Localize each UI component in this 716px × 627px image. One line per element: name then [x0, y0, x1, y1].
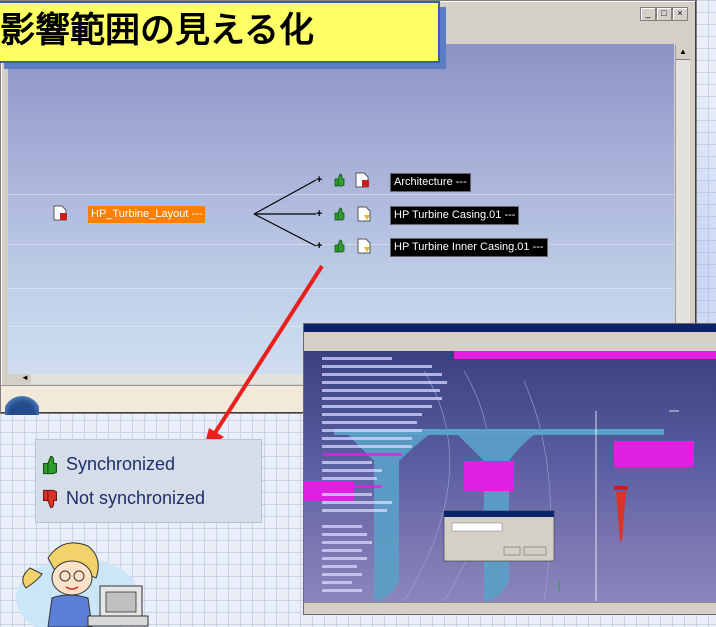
- child-node-casing[interactable]: HP Turbine Casing.01 ---: [390, 206, 520, 225]
- inset-menubar: [304, 332, 716, 339]
- scroll-left-arrow[interactable]: ◄: [19, 372, 31, 384]
- thumbs-down-icon: [42, 489, 57, 508]
- legend-item-not-synchronized: Not synchronized: [42, 488, 205, 509]
- turbine-section-drawing: [304, 351, 716, 602]
- close-button[interactable]: ×: [672, 7, 688, 21]
- synchronized-icon: [334, 173, 345, 187]
- expand-plus-icon[interactable]: +: [316, 240, 323, 252]
- part-document-icon: [357, 238, 371, 254]
- window-controls: _ □ ×: [640, 7, 688, 21]
- part-document-icon: [357, 206, 371, 222]
- legend-label: Synchronized: [66, 454, 176, 474]
- slide-title-banner: 影響範囲の見える化: [0, 1, 440, 63]
- status-bar: [1, 385, 305, 412]
- legend-item-synchronized: Synchronized: [42, 454, 175, 475]
- synchronized-icon: [334, 207, 345, 221]
- legend-label: Not synchronized: [66, 488, 206, 508]
- document-icon: [355, 172, 369, 188]
- maximize-button[interactable]: □: [656, 7, 672, 21]
- catia-screenshot-inset: [303, 323, 716, 615]
- child-node-inner-casing[interactable]: HP Turbine Inner Casing.01 ---: [390, 238, 548, 257]
- child-node-architecture[interactable]: Architecture ---: [390, 173, 471, 192]
- minimize-button[interactable]: _: [640, 7, 656, 21]
- inset-bottom-toolbar: [304, 602, 716, 614]
- synchronized-icon: [334, 239, 345, 253]
- inset-titlebar: [304, 324, 716, 332]
- inset-3d-viewport: [304, 351, 716, 603]
- expand-plus-icon[interactable]: +: [316, 174, 323, 186]
- sync-legend: Synchronized Not synchronized: [35, 439, 262, 523]
- catia-logo-icon: [5, 389, 39, 415]
- vertical-scrollbar[interactable]: ▲: [675, 45, 690, 375]
- scroll-up-arrow[interactable]: ▲: [676, 45, 690, 60]
- thumbs-up-icon: [42, 455, 57, 474]
- root-node-label[interactable]: HP_Turbine_Layout ---: [88, 206, 206, 223]
- girl-at-computer-clipart: [16, 542, 149, 627]
- document-icon: [53, 205, 67, 221]
- expand-plus-icon[interactable]: +: [316, 208, 323, 220]
